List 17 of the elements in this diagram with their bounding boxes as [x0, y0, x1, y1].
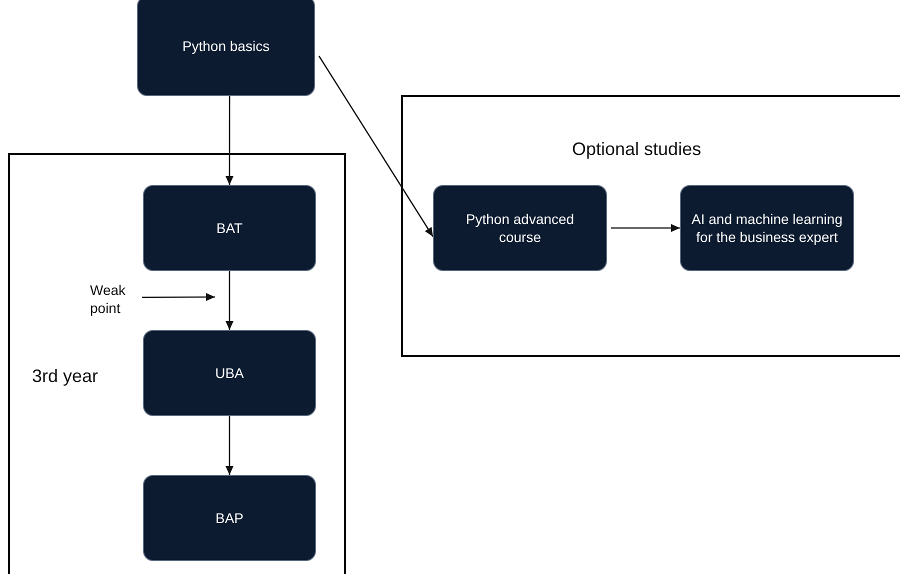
process-box: UBA: [143, 330, 316, 416]
arrow: [226, 416, 234, 475]
arrow: [226, 271, 234, 330]
arrow: [611, 224, 680, 232]
arrow: [318, 56, 434, 237]
process-box: AI and machine learning for the business expert: [680, 185, 854, 271]
group-frame: [401, 95, 900, 357]
arrow: [142, 293, 215, 302]
process-box: Python basics: [137, 0, 315, 96]
group-heading: 3rd year: [32, 366, 98, 387]
group-heading: Optional studies: [572, 139, 702, 160]
process-box: BAT: [143, 185, 316, 271]
process-box: Python advanced course: [433, 185, 607, 271]
arrow: [226, 96, 234, 185]
group-frame: [8, 153, 346, 574]
process-box: BAP: [143, 475, 316, 561]
annotation-text: Weak point: [90, 281, 138, 318]
